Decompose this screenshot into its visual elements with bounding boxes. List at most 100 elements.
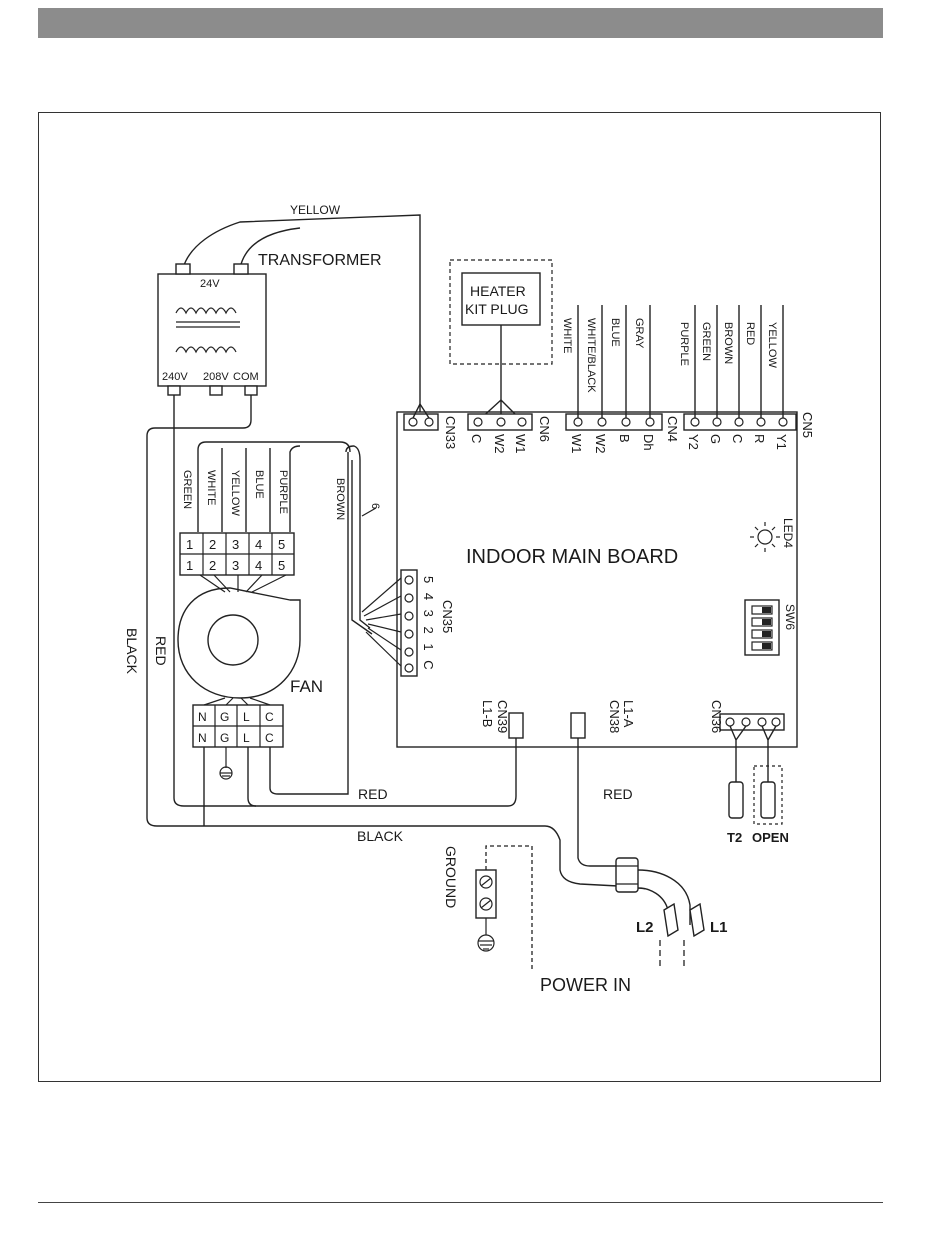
power-in: GROUND POWER IN L2 bbox=[443, 845, 728, 995]
fan-wire-yellow: YELLOW bbox=[229, 470, 241, 516]
cn35-pins: 5 4 3 2 1 C bbox=[421, 576, 436, 673]
fan-wire-blue: BLUE bbox=[253, 470, 265, 499]
cn6-pin-c: C bbox=[469, 434, 484, 443]
tap-com: COM bbox=[233, 371, 259, 383]
l2-label: L2 bbox=[636, 919, 654, 936]
pwr-top-g: G bbox=[220, 710, 229, 724]
term-top-1: 1 bbox=[186, 537, 193, 552]
wire-clamp-icon bbox=[615, 857, 639, 893]
pwr-bot-n: N bbox=[198, 731, 207, 745]
cn33-connector: CN33 bbox=[403, 402, 458, 449]
term-bot-5: 5 bbox=[278, 558, 285, 573]
term-bot-1: 1 bbox=[186, 558, 193, 573]
cn6-label: CN6 bbox=[537, 416, 552, 442]
cn38-sub: L1-A bbox=[621, 700, 636, 728]
led-icon bbox=[750, 522, 780, 552]
heater-label-1: HEATER bbox=[470, 283, 526, 299]
cn4-pin-w2: W2 bbox=[593, 434, 608, 454]
transformer: YELLOW TRANSFORMER 24V 240V 208V COM bbox=[157, 203, 421, 412]
switch-label: SW6 bbox=[783, 604, 797, 630]
secondary-coil-icon bbox=[175, 307, 237, 315]
fan-icon bbox=[177, 587, 301, 699]
header-bar bbox=[38, 8, 883, 38]
dip-switch-icon bbox=[744, 599, 780, 656]
term-top-4: 4 bbox=[255, 537, 262, 552]
cn4-wire-white: WHITE bbox=[561, 318, 573, 353]
cn5-wire-brown: BROWN bbox=[722, 322, 734, 364]
cn39-connector: CN39 L1-B bbox=[480, 700, 524, 739]
fan-bundle-brown: BROWN bbox=[334, 478, 346, 520]
cn33-label: CN33 bbox=[443, 416, 458, 449]
cn35-connector: 5 4 3 2 1 C CN35 bbox=[400, 569, 455, 677]
cn6-connector: C W2 W1 CN6 bbox=[467, 413, 552, 454]
transformer-24v: 24V bbox=[200, 278, 220, 290]
cn38-connector: CN38 L1-A bbox=[570, 700, 636, 739]
cn5-wire-green: GREEN bbox=[700, 322, 712, 361]
cn4-pin-dh: Dh bbox=[641, 434, 656, 451]
harness-wires: RED BLACK RED BLACK RED bbox=[124, 395, 633, 887]
cn5-wire-red: RED bbox=[744, 322, 756, 345]
pwr-top-c: C bbox=[265, 710, 274, 724]
cn38-label: CN38 bbox=[607, 700, 622, 733]
l1-label: L1 bbox=[710, 919, 728, 936]
footer-rule bbox=[38, 1202, 883, 1203]
cn4-connector: WHITE WHITE/BLACK BLUE GRAY W1 W2 B Dh C… bbox=[561, 305, 680, 454]
term-bot-3: 3 bbox=[232, 558, 239, 573]
plug-l1-icon bbox=[683, 902, 705, 970]
cn5-pin-g: G bbox=[708, 434, 723, 444]
cn5-connector: PURPLE GREEN BROWN RED YELLOW Y2 G C R Y… bbox=[678, 305, 815, 450]
yellow-wire-label: YELLOW bbox=[290, 203, 341, 217]
fan-wire-white: WHITE bbox=[205, 470, 217, 505]
cn6-pin-w1: W1 bbox=[513, 434, 528, 454]
pwr-bot-c: C bbox=[265, 731, 274, 745]
indoor-main-board: INDOOR MAIN BOARD LED4 SW6 bbox=[396, 411, 798, 748]
bottom-black-label: BLACK bbox=[357, 828, 404, 844]
diagram-frame bbox=[38, 112, 881, 1082]
cn4-wire-blue: BLUE bbox=[609, 318, 621, 347]
screw-icon bbox=[479, 875, 493, 911]
cn5-label: CN5 bbox=[800, 412, 815, 438]
cn39-label: CN39 bbox=[495, 700, 510, 733]
transformer-label: TRANSFORMER bbox=[258, 252, 382, 269]
pwr-top-l: L bbox=[243, 710, 250, 724]
heater-kit-plug: HEATER KIT PLUG bbox=[449, 259, 553, 422]
left-black-label: BLACK bbox=[124, 628, 140, 675]
ground-label: GROUND bbox=[443, 846, 459, 908]
t2-label: T2 bbox=[727, 830, 742, 845]
term-bot-2: 2 bbox=[209, 558, 216, 573]
cn4-wire-gray: GRAY bbox=[633, 318, 645, 349]
term-top-3: 3 bbox=[232, 537, 239, 552]
fan-assembly: BROWN 6 GREEN WHITE YELLOW BLUE PURPLE 1… bbox=[177, 441, 402, 780]
plug-l2-icon bbox=[659, 902, 679, 970]
t2-sensor: T2 bbox=[727, 781, 744, 845]
cn5-pin-r: R bbox=[752, 434, 767, 443]
fan-wire-purple: PURPLE bbox=[277, 470, 289, 514]
cn6-pin-w2: W2 bbox=[492, 434, 507, 454]
primary-coil-icon bbox=[175, 346, 237, 354]
open-label: OPEN bbox=[752, 830, 789, 845]
ground-icon bbox=[219, 747, 233, 780]
pwr-bot-l: L bbox=[243, 731, 250, 745]
led-label: LED4 bbox=[781, 518, 795, 548]
term-bot-4: 4 bbox=[255, 558, 262, 573]
tap-208v: 208V bbox=[203, 371, 229, 383]
cn35-label: CN35 bbox=[440, 600, 455, 633]
pwr-bot-g: G bbox=[220, 731, 229, 745]
cn4-wire-white-black: WHITE/BLACK bbox=[585, 318, 597, 393]
cn4-label: CN4 bbox=[665, 416, 680, 442]
term-top-2: 2 bbox=[209, 537, 216, 552]
cn5-pin-c: C bbox=[730, 434, 745, 443]
cn5-wire-yellow: YELLOW bbox=[766, 322, 778, 368]
cn39-sub: L1-B bbox=[480, 700, 495, 727]
pwr-top-n: N bbox=[198, 710, 207, 724]
term-top-5: 5 bbox=[278, 537, 285, 552]
cn36-label: CN36 bbox=[709, 700, 724, 733]
tap-240v: 240V bbox=[162, 371, 188, 383]
cn5-pin-y1: Y1 bbox=[774, 434, 789, 450]
fan-bundle-count: 6 bbox=[369, 503, 381, 509]
power-terminal-block: N G L C N G L C bbox=[192, 704, 284, 748]
fan-wire-green: GREEN bbox=[181, 470, 193, 509]
cn4-pin-w1: W1 bbox=[569, 434, 584, 454]
cn5-pin-y2: Y2 bbox=[686, 434, 701, 450]
